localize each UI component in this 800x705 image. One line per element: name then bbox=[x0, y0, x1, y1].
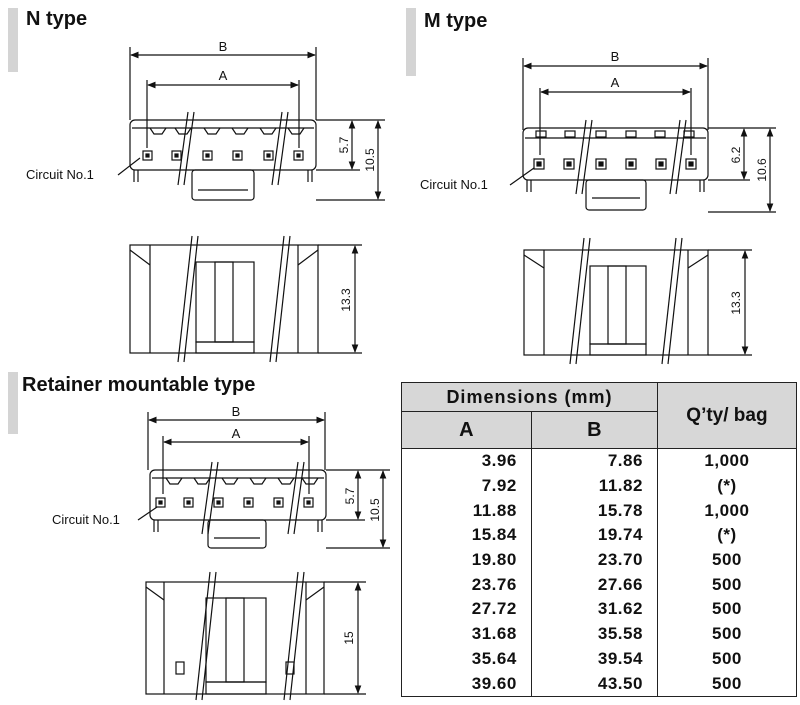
cell-qty: 500 bbox=[656, 597, 798, 622]
cell-a: 27.72 bbox=[401, 597, 532, 622]
cell-b: 7.86 bbox=[530, 448, 658, 474]
m-type-front-view bbox=[509, 58, 776, 213]
retainer-height-small: 5.7 bbox=[343, 487, 357, 504]
cell-b: 43.50 bbox=[530, 671, 658, 697]
retainer-title: Retainer mountable type bbox=[22, 374, 256, 396]
cell-b: 39.54 bbox=[530, 646, 658, 672]
n-type-title: N type bbox=[26, 8, 88, 30]
cell-b: 23.70 bbox=[530, 547, 658, 573]
retainer-front-view bbox=[137, 412, 390, 549]
cell-b: 11.82 bbox=[530, 473, 658, 499]
col-header-b: B bbox=[530, 411, 658, 449]
cell-a: 7.92 bbox=[401, 473, 532, 499]
m-type-side-view bbox=[523, 237, 752, 365]
retainer-dim-a: A bbox=[232, 426, 241, 441]
m-type-height-total: 10.6 bbox=[755, 158, 769, 182]
m-type-header-bar bbox=[406, 8, 416, 76]
col-header-qty: Q’ty/ bag bbox=[656, 382, 798, 449]
n-type-height-total: 10.5 bbox=[363, 148, 377, 172]
cell-qty: 500 bbox=[656, 547, 798, 573]
m-type-title: M type bbox=[424, 10, 488, 32]
cell-qty: 500 bbox=[656, 646, 798, 672]
retainer-side-view bbox=[145, 571, 366, 701]
m-type-circuit-label: Circuit No.1 bbox=[420, 177, 488, 192]
cell-qty: 500 bbox=[656, 572, 798, 598]
table-title: Dimensions (mm) bbox=[401, 382, 658, 412]
cell-qty: 500 bbox=[656, 671, 798, 697]
n-type-height-small: 5.7 bbox=[337, 136, 351, 153]
n-type-header-bar bbox=[8, 8, 18, 72]
m-type-pins bbox=[533, 158, 697, 170]
retainer-circuit-label: Circuit No.1 bbox=[52, 512, 120, 527]
cell-b: 15.78 bbox=[530, 498, 658, 524]
cell-a: 39.60 bbox=[401, 671, 532, 697]
retainer-header-bar bbox=[8, 372, 18, 434]
n-type-front-view bbox=[117, 47, 385, 201]
retainer-dim-b: B bbox=[232, 404, 241, 419]
m-type-height-small: 6.2 bbox=[729, 146, 743, 163]
cell-a: 15.84 bbox=[401, 523, 532, 548]
m-type-dim-b: B bbox=[611, 49, 620, 64]
n-type-dim-a: A bbox=[219, 68, 228, 83]
cell-b: 31.62 bbox=[530, 597, 658, 622]
cell-qty: (*) bbox=[656, 523, 798, 548]
retainer-height-total: 10.5 bbox=[368, 498, 382, 522]
col-header-a: A bbox=[401, 411, 532, 449]
retainer-depth: 15 bbox=[342, 631, 356, 645]
cell-qty: 1,000 bbox=[656, 448, 798, 474]
cell-b: 35.58 bbox=[530, 621, 658, 647]
n-type-depth: 13.3 bbox=[339, 288, 353, 312]
cell-b: 19.74 bbox=[530, 523, 658, 548]
cell-a: 23.76 bbox=[401, 572, 532, 598]
cell-a: 3.96 bbox=[401, 448, 532, 474]
retainer-pins bbox=[155, 497, 314, 508]
n-type-circuit-label: Circuit No.1 bbox=[26, 167, 94, 182]
cell-a: 31.68 bbox=[401, 621, 532, 647]
cell-qty: 500 bbox=[656, 621, 798, 647]
cell-b: 27.66 bbox=[530, 572, 658, 598]
cell-a: 35.64 bbox=[401, 646, 532, 672]
n-type-pins bbox=[142, 150, 304, 161]
cell-qty: (*) bbox=[656, 473, 798, 499]
cell-a: 19.80 bbox=[401, 547, 532, 573]
m-type-dim-a: A bbox=[611, 75, 620, 90]
n-type-dim-b: B bbox=[219, 39, 228, 54]
cell-a: 11.88 bbox=[401, 498, 532, 524]
cell-qty: 1,000 bbox=[656, 498, 798, 524]
m-type-depth: 13.3 bbox=[729, 291, 743, 315]
n-type-side-view bbox=[129, 235, 362, 363]
